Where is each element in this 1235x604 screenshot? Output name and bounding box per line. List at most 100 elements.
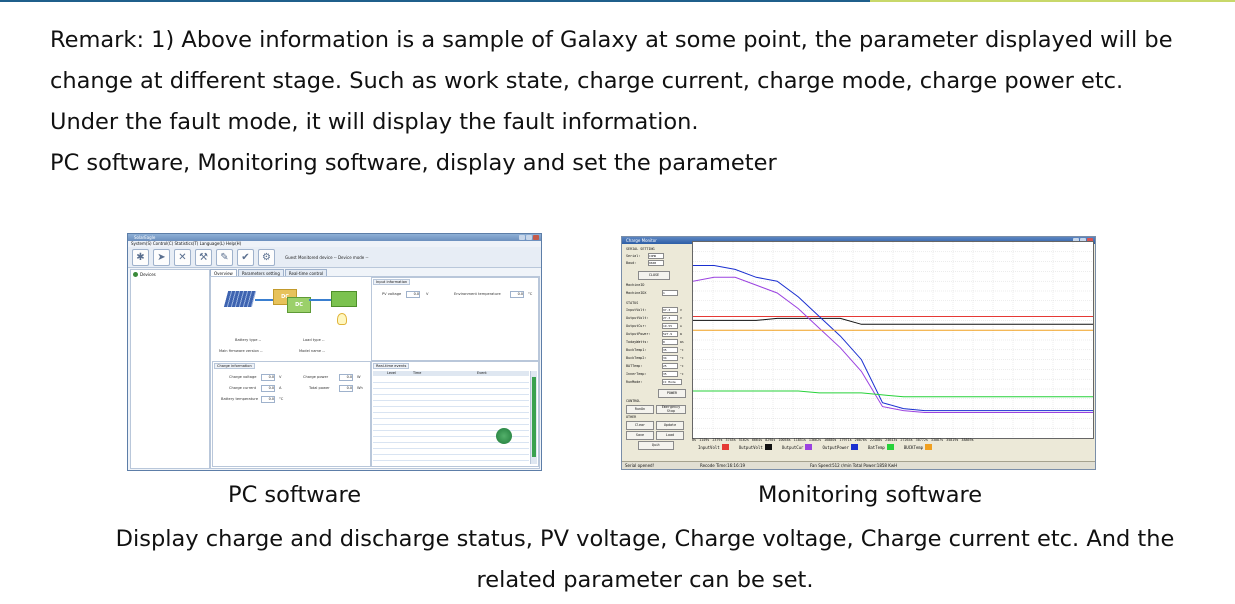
x-tick-label: 24643s (885, 438, 898, 442)
monitor-chart (692, 241, 1094, 439)
update-button[interactable]: Update (656, 421, 684, 430)
devices-item[interactable]: Devices (140, 272, 156, 277)
env-temp-unit: °C (528, 292, 533, 296)
total-power-unit: Wh (357, 386, 363, 390)
charge-info-title: Charge information (214, 363, 255, 369)
maximize-icon[interactable] (1080, 238, 1086, 243)
charge-current-label: Charge current (229, 386, 257, 390)
x-tick-label: 8290s (765, 438, 776, 442)
pv-voltage-unit: V (426, 292, 429, 296)
status-unit: °C (680, 364, 684, 368)
minimize-icon[interactable] (1073, 238, 1079, 243)
emergency-stop-button[interactable]: Emergency Stop (656, 405, 686, 414)
remark-paragraph: Remark: 1) Above information is a sample… (50, 27, 1173, 135)
status-value: 19.55 (662, 323, 678, 329)
settings-icon[interactable]: ✱ (132, 248, 149, 266)
legend-swatch (886, 444, 894, 450)
pc-title: SolarEagle (134, 235, 156, 240)
wire-line (255, 299, 275, 301)
control-title: CONTROL (626, 399, 641, 403)
check-icon[interactable]: ✔ (237, 248, 254, 266)
serial-setting-title: SERIAL SETTING (626, 247, 655, 251)
status-label: OutputPower: (626, 332, 651, 336)
x-tick-label: 6664s (751, 438, 763, 442)
wire-line (309, 299, 331, 301)
subtitle-line: PC software, Monitoring software, displa… (50, 150, 777, 176)
close-button[interactable]: CLOSE (638, 271, 670, 280)
x-tick-label: 30772s (915, 438, 928, 442)
events-table[interactable] (373, 377, 529, 463)
charge-voltage-label: Charge voltage (229, 375, 257, 379)
pc-software-screenshot: SolarEagle System(S) Control(C) Statisti… (127, 233, 542, 471)
legend-item: OutputCur (782, 444, 813, 450)
quit-button[interactable]: Quit (638, 441, 674, 450)
series-line-outputcur (693, 276, 1093, 413)
status-label: InputVolt: (626, 308, 647, 312)
close-icon[interactable] (1087, 238, 1093, 243)
toolbar-status: Guest Monitored device -- Device mode -- (285, 254, 369, 260)
power-button[interactable]: POWER (658, 389, 686, 398)
events-panel: Real-time events Level Time Event (371, 361, 539, 467)
status-value: 35 (662, 371, 678, 377)
status-unit: V (680, 316, 682, 320)
x-tick-label: 13662s (808, 438, 822, 442)
mon-statusbar: Serial opened! Recode Time:16:16:19 Fan … (622, 461, 1095, 469)
pc-menubar[interactable]: System(S) Control(C) Statistics(T) Langu… (128, 241, 541, 247)
legend-swatch (925, 444, 933, 450)
status-unit: °C (680, 348, 684, 352)
legend-item: BUCKTemp (904, 444, 933, 450)
edit-icon[interactable]: ✎ (216, 248, 233, 266)
pv-voltage-value: 0.0 (406, 291, 420, 298)
gear-icon[interactable]: ⚙ (258, 248, 275, 266)
wrench-icon[interactable]: ⚒ (195, 248, 212, 266)
run-on-button[interactable]: RunOn (626, 405, 654, 414)
legend-label: OutputVolt (738, 444, 763, 450)
legend-swatch (805, 444, 813, 450)
solar-panel-icon (223, 291, 257, 307)
machine-idx-label: MachineIDX (626, 291, 647, 295)
load-button[interactable]: Load (656, 431, 684, 440)
caption-pc-software: PC software (228, 482, 362, 508)
events-scrollbar[interactable] (530, 371, 537, 464)
status-unit: °C (680, 356, 684, 360)
status-label: InnerTemp: (626, 372, 647, 376)
header-rule-blue (0, 0, 870, 2)
baud-label: Baud: (626, 261, 637, 265)
serial-select[interactable]: COM6 (648, 253, 664, 259)
charge-voltage-value: 0.0 (261, 374, 275, 381)
legend-swatch (721, 444, 729, 450)
col-time: Time (413, 371, 422, 375)
status-label: TodayWatts: (626, 340, 649, 344)
status-value: CC Mode (662, 379, 682, 385)
cursor-icon[interactable]: ➤ (153, 248, 170, 266)
overview-pane: DC DC Battery type -- Load type -- Main … (210, 276, 540, 469)
clear-button[interactable]: Clear (626, 421, 654, 430)
minimize-icon[interactable] (519, 235, 525, 240)
input-info-panel: Input information PV voltage 0.0 V Envir… (371, 277, 539, 361)
save-button[interactable]: Save (626, 431, 654, 440)
serial-status: Serial opened! (625, 463, 655, 468)
close-icon[interactable] (533, 235, 539, 240)
status-value: 34 (662, 355, 678, 361)
x-tick-label: 27264s (900, 438, 913, 442)
battery-temp-unit: °C (279, 397, 284, 401)
input-info-title: Input information (373, 279, 411, 285)
battery-temp-label: Battery temperature (221, 397, 259, 401)
header-rule-green (870, 0, 1235, 2)
status-label: RunMode: (626, 380, 643, 384)
legend-item: BatTemp (868, 444, 894, 450)
tools-icon[interactable]: ✕ (174, 248, 191, 266)
charge-voltage-unit: V (279, 375, 282, 379)
machine-idx-select[interactable]: 1 (662, 290, 678, 296)
col-level: Level (387, 371, 396, 375)
maximize-icon[interactable] (526, 235, 532, 240)
status-unit: °C (680, 372, 684, 376)
events-title: Real-time events (373, 363, 410, 369)
baud-select[interactable]: 9600 (648, 260, 664, 266)
status-unit: Wh (680, 340, 684, 344)
status-round-icon (496, 428, 512, 444)
caption-monitoring-software: Monitoring software (758, 482, 983, 508)
env-temp-label: Environment temperature (454, 292, 501, 296)
charge-power-unit: W (357, 375, 361, 379)
status-value: 97.3 (662, 307, 678, 313)
